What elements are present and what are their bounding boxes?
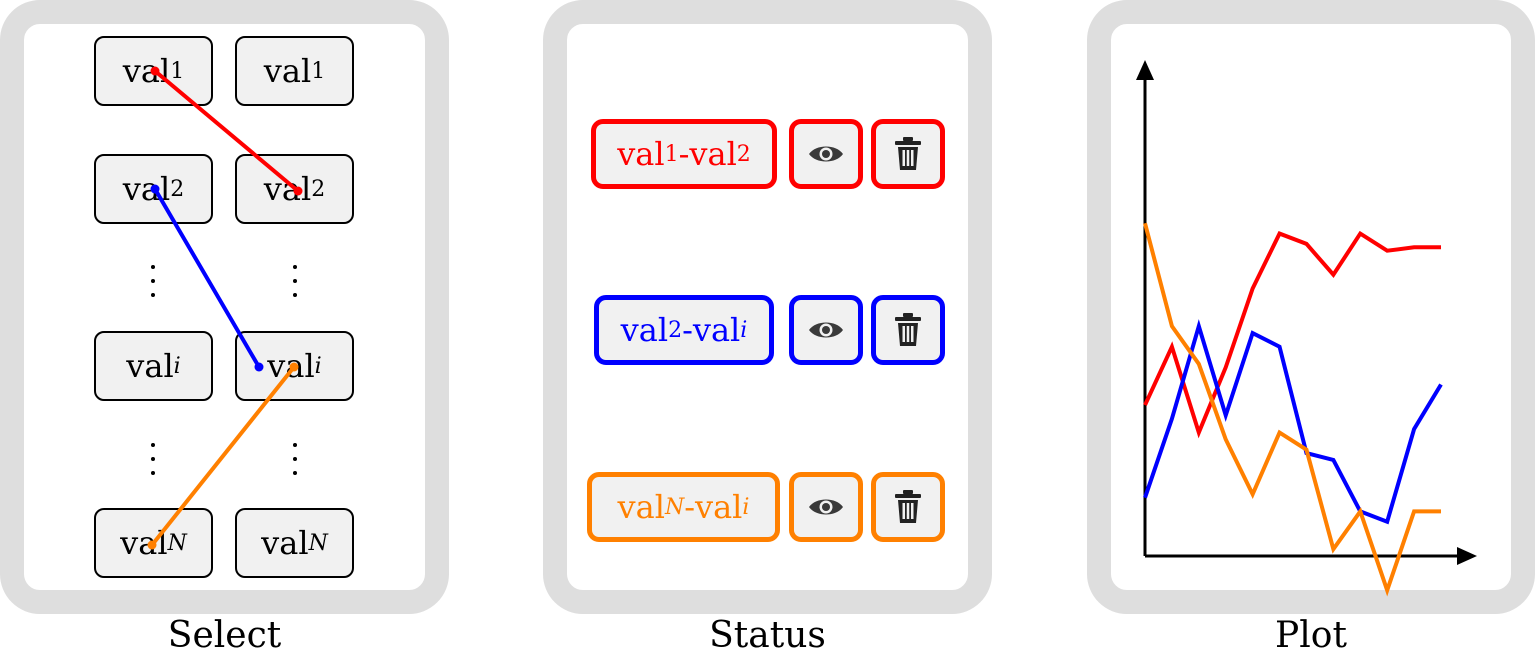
value-subscript: 1 <box>170 58 185 84</box>
delete-button-blue[interactable] <box>871 295 945 365</box>
delete-button-orange[interactable] <box>871 472 945 542</box>
value-label: val <box>261 524 309 562</box>
pair-second: val <box>692 311 741 349</box>
value-label: val <box>263 170 312 208</box>
trash-icon <box>895 137 921 170</box>
value-subscript: i <box>314 353 322 379</box>
pair-first-subscript: 1 <box>664 141 679 167</box>
x-axis-arrowhead <box>1457 547 1477 565</box>
delete-button-red[interactable] <box>871 119 945 189</box>
trash-icon <box>895 490 921 523</box>
eye-icon <box>809 322 843 338</box>
pair-second-subscript: i <box>742 494 750 520</box>
pair-second-subscript: i <box>740 317 748 343</box>
pair-second: val <box>689 135 737 173</box>
value-subscript: 2 <box>170 176 185 202</box>
series-line-3 <box>1143 222 1441 597</box>
pair-separator: - <box>678 135 690 173</box>
value-subscript: N <box>167 530 187 556</box>
plot-panel <box>1087 0 1535 614</box>
x-axis <box>1145 547 1477 565</box>
trash-icon <box>895 313 921 346</box>
value-subscript: 1 <box>311 58 326 84</box>
pair-first: val <box>620 311 669 349</box>
value-subscript: i <box>173 353 181 379</box>
value-label: val <box>122 170 171 208</box>
vertical-ellipsis-left-lower <box>151 443 157 485</box>
value-label: val <box>122 52 171 90</box>
pair-first: val <box>617 135 665 173</box>
y-axis <box>1136 60 1154 556</box>
value-label: val <box>267 347 315 385</box>
view-button-blue[interactable] <box>789 295 863 365</box>
select-caption: Select <box>167 615 282 656</box>
pair-second: val <box>695 488 743 526</box>
value-subscript: N <box>308 530 328 556</box>
pair-first-subscript: N <box>664 494 685 520</box>
vertical-ellipsis-right-upper <box>293 265 299 307</box>
pair-second-subscript: 2 <box>736 141 751 167</box>
line-chart <box>1136 60 1477 597</box>
value-label: val <box>120 524 168 562</box>
series-line-1 <box>1143 230 1441 439</box>
value-label: val <box>263 52 312 90</box>
eye-icon <box>809 146 843 162</box>
pair-separator: - <box>684 488 695 526</box>
eye-icon <box>809 499 843 515</box>
select-panel <box>0 0 449 614</box>
plot-caption: Plot <box>1275 615 1347 656</box>
vertical-ellipsis-left-upper <box>151 265 157 307</box>
value-subscript: 2 <box>311 176 326 202</box>
y-axis-arrowhead <box>1136 60 1154 80</box>
view-button-red[interactable] <box>789 119 863 189</box>
pair-first-subscript: 2 <box>668 317 683 343</box>
value-label: val <box>126 347 174 385</box>
view-button-orange[interactable] <box>789 472 863 542</box>
pair-separator: - <box>682 311 693 349</box>
series-line-2 <box>1143 319 1443 525</box>
series-layer <box>1143 222 1443 597</box>
vertical-ellipsis-right-lower <box>293 443 299 485</box>
status-caption: Status <box>709 615 826 656</box>
pair-first: val <box>617 488 665 526</box>
